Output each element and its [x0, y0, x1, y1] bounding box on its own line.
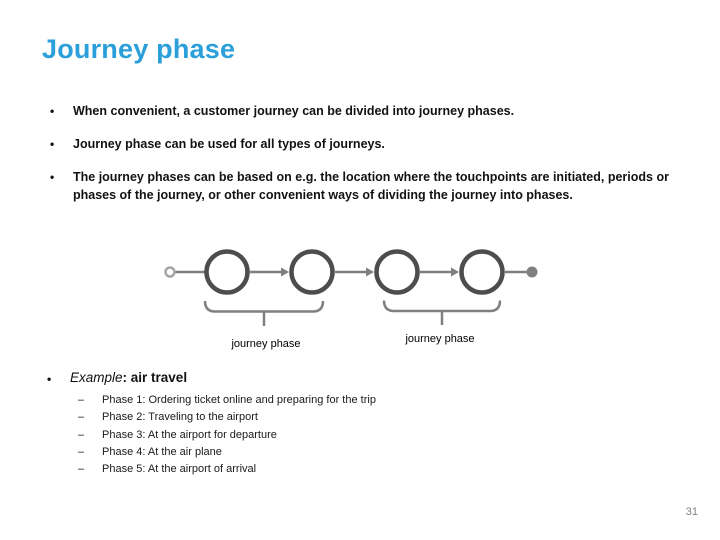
example-section: Example: air travel Phase 1: Ordering ti… — [45, 369, 665, 479]
bullet-list: When convenient, a customer journey can … — [48, 102, 680, 219]
start-node-icon — [164, 266, 176, 278]
example-heading: Example: air travel — [45, 369, 665, 388]
end-node-icon — [526, 266, 538, 278]
example-heading-rest: : air travel — [122, 370, 188, 385]
arrow-connector-3 — [420, 267, 459, 277]
example-item: Phase 3: At the airport for departure — [45, 427, 665, 445]
example-heading-italic: Example — [70, 370, 123, 385]
touchpoint-circle-2 — [289, 249, 335, 295]
journey-phase-diagram — [164, 249, 538, 326]
brace-1 — [203, 300, 325, 326]
slide-title: Journey phase — [42, 34, 236, 64]
example-item: Phase 5: At the airport of arrival — [45, 461, 665, 479]
arrow-connector-1 — [250, 267, 289, 277]
example-item: Phase 2: Traveling to the airport — [45, 409, 665, 427]
example-item: Phase 1: Ordering ticket online and prep… — [45, 392, 665, 410]
brace-2 — [382, 300, 502, 325]
bullet-item: When convenient, a customer journey can … — [48, 102, 680, 120]
brace-label-journey-phase: journey phase — [405, 333, 475, 345]
page-number: 31 — [685, 506, 698, 518]
touchpoint-circle-3 — [374, 249, 420, 295]
arrow-connector-2 — [335, 267, 374, 277]
brace-label-journey-phase: journey phase — [231, 338, 301, 350]
bullet-item: The journey phases can be based on e.g. … — [48, 168, 680, 204]
example-item-list: Phase 1: Ordering ticket online and prep… — [45, 392, 665, 479]
example-item: Phase 4: At the air plane — [45, 444, 665, 462]
touchpoint-circle-1 — [204, 249, 250, 295]
touchpoint-circle-4 — [459, 249, 505, 295]
bullet-item: Journey phase can be used for all types … — [48, 135, 680, 153]
